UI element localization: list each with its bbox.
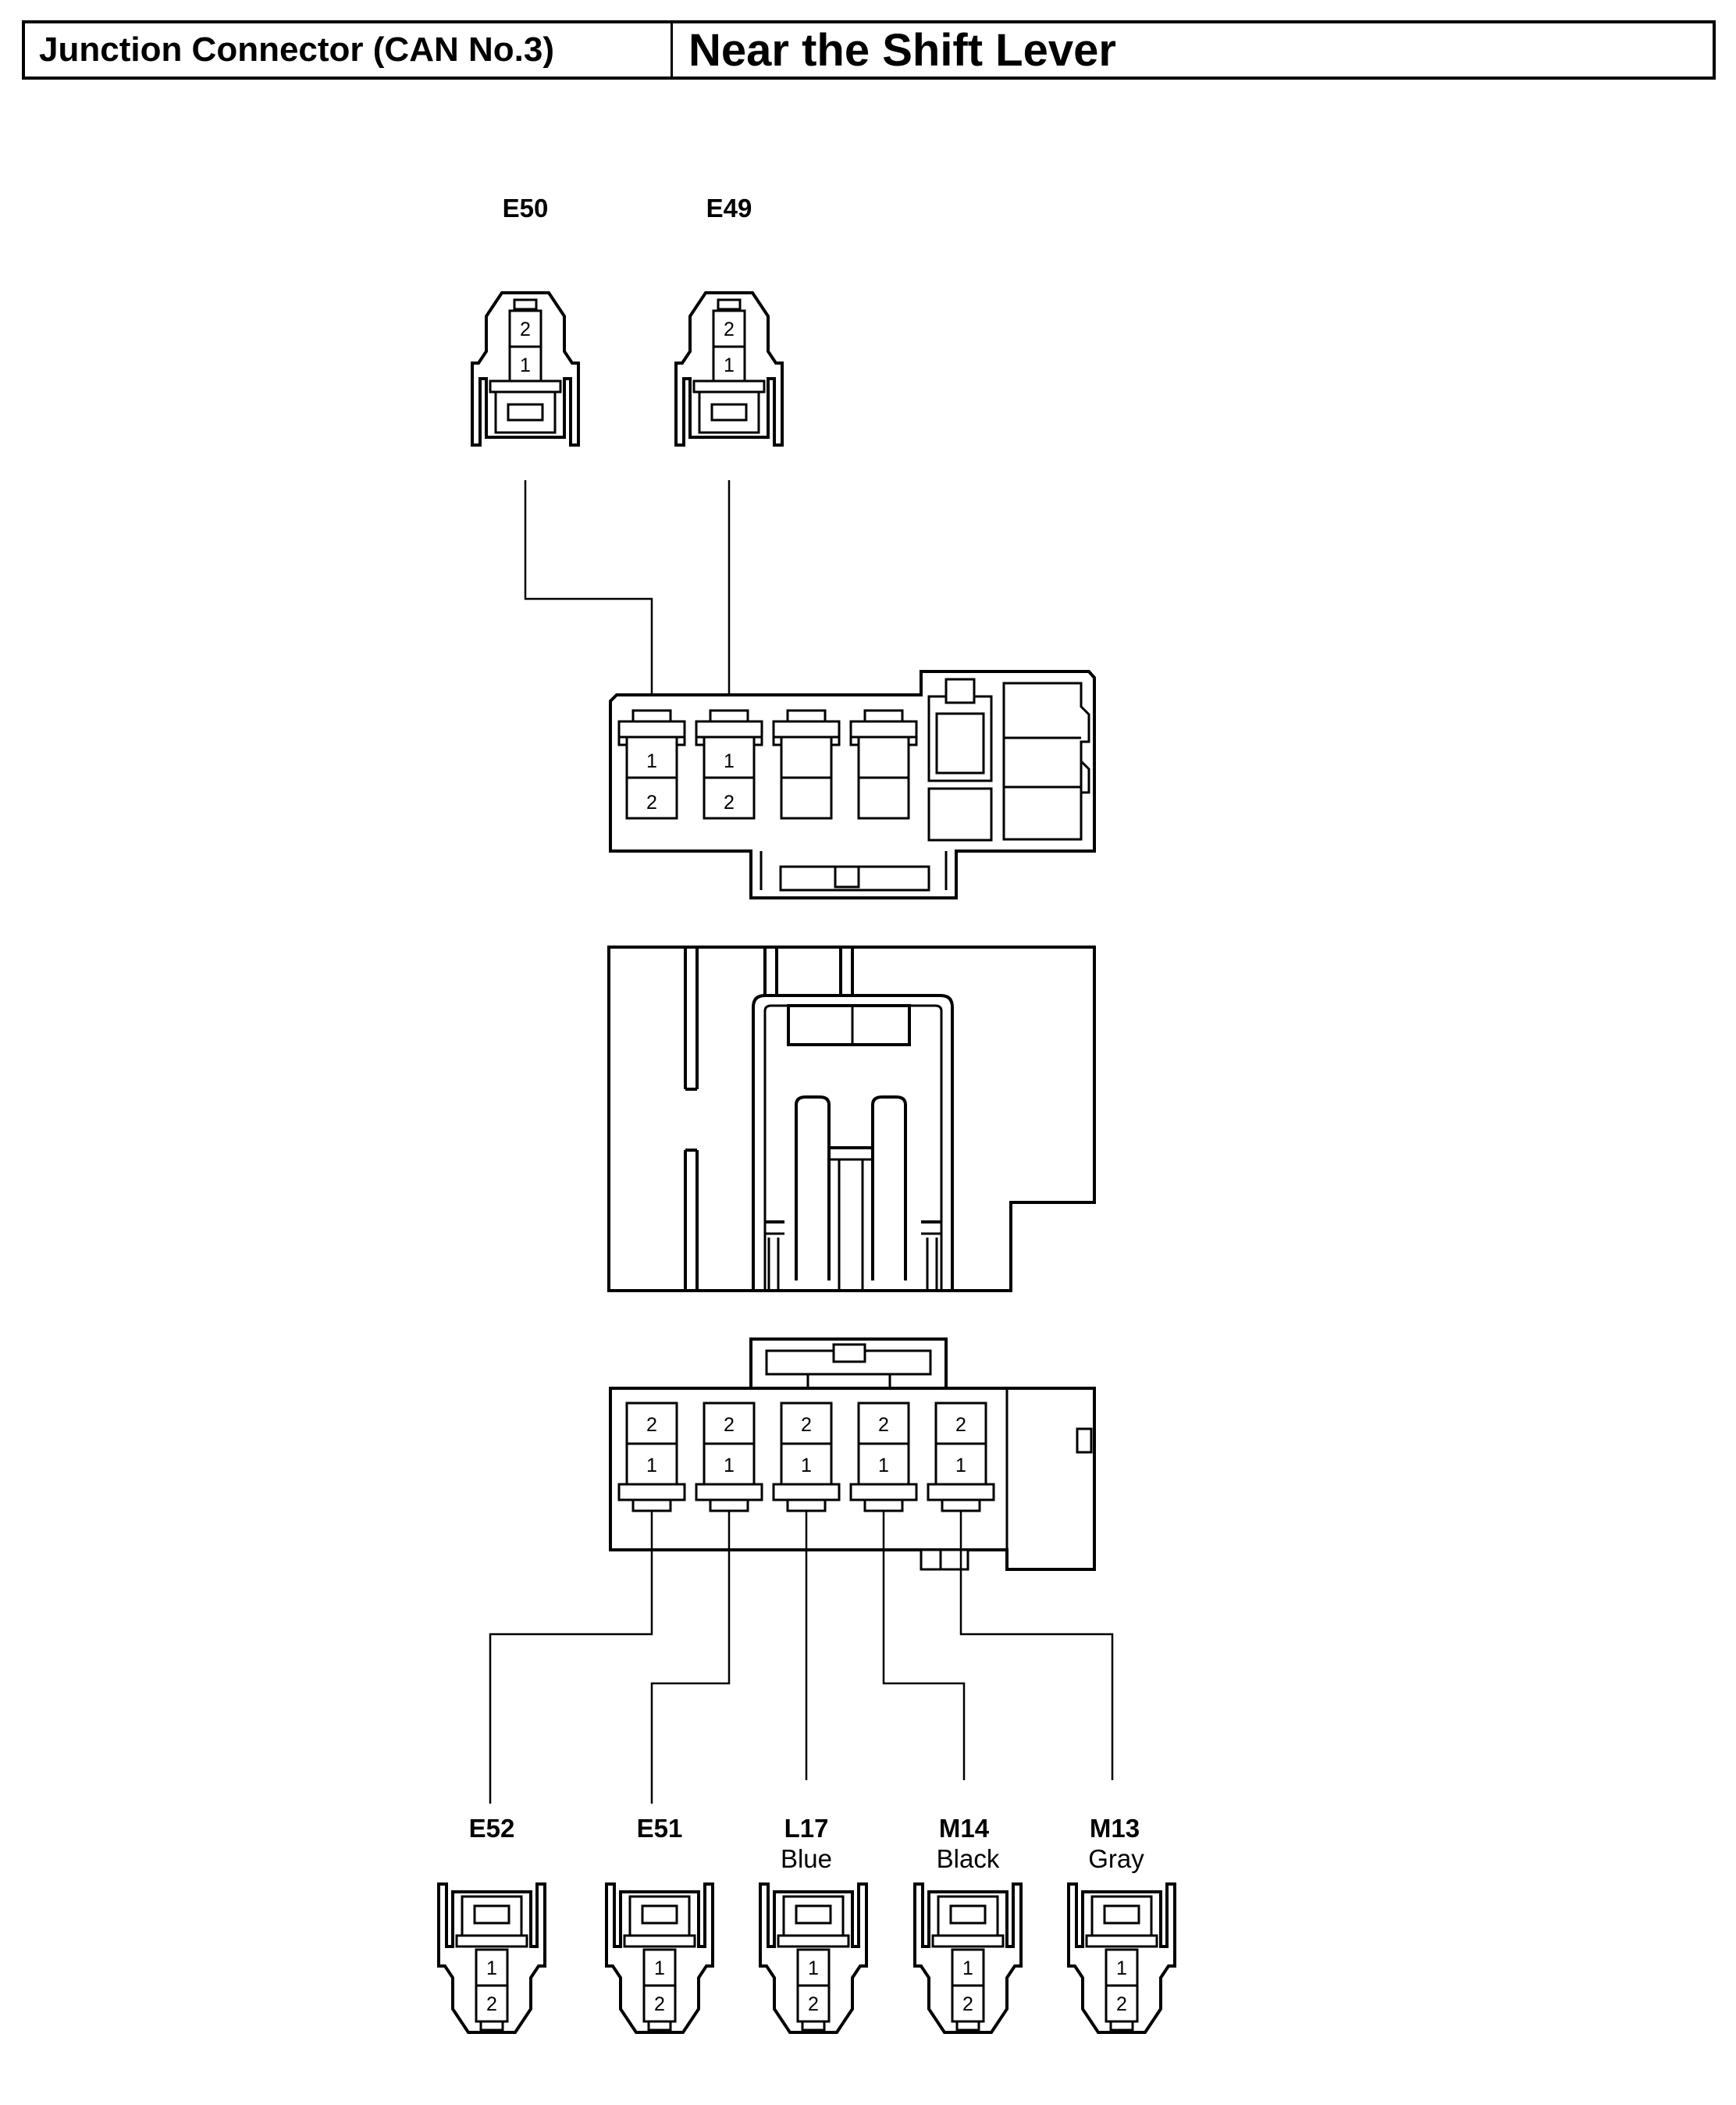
pin-2-label: 2 (724, 792, 735, 814)
pin-1-label: 1 (962, 1957, 973, 1979)
pin-2-label: 2 (801, 1414, 812, 1436)
connector-id-l17: L17 (784, 1814, 829, 1843)
connector-id-m13: M13 (1090, 1814, 1140, 1843)
junction-lower-face: 2 1 2 1 2 1 2 1 2 1 (609, 1337, 1096, 1571)
connector-id-e52: E52 (469, 1814, 515, 1843)
connector-title: Junction Connector (CAN No.3) (25, 23, 673, 77)
connector-e52: 1 2 (437, 1882, 546, 2034)
pin-2-label: 2 (724, 1414, 735, 1436)
pin-1-label: 1 (878, 1455, 889, 1476)
pin-2-label: 2 (808, 1993, 819, 2015)
pin-2-label: 2 (520, 319, 531, 340)
pin-1-label: 1 (808, 1957, 819, 1979)
pin-2-label: 2 (646, 1414, 657, 1436)
wire-m14 (882, 1511, 966, 1780)
wire-m13 (959, 1511, 1114, 1780)
title-bar: Junction Connector (CAN No.3) Near the S… (22, 20, 1716, 80)
connector-l17: 1 2 (759, 1882, 868, 2034)
pin-2-label: 2 (878, 1414, 889, 1436)
connector-color-m14: Black (937, 1844, 1000, 1873)
connector-id-e49: E49 (706, 194, 752, 223)
wire-e52 (489, 1511, 653, 1804)
pin-2-label: 2 (654, 1993, 665, 2015)
wire-e51 (650, 1511, 731, 1804)
pin-1-label: 1 (486, 1957, 497, 1979)
connector-e49: 2 1 (674, 291, 784, 447)
junction-side-view (607, 946, 1096, 1292)
wire-e50 (524, 480, 653, 711)
connector-id-m14: M14 (939, 1814, 990, 1843)
pin-2-label: 2 (962, 1993, 973, 2015)
connector-color-m13: Gray (1088, 1844, 1144, 1873)
pin-2-label: 2 (486, 1993, 497, 2015)
pin-1-label: 1 (801, 1455, 812, 1476)
pin-2-label: 2 (955, 1414, 966, 1436)
connector-e50: 2 1 (471, 291, 580, 447)
pin-1-label: 1 (646, 1455, 657, 1476)
pin-1-label: 1 (955, 1455, 966, 1476)
connector-color-l17: Blue (781, 1844, 832, 1873)
junction-upper-face: 1 2 1 2 (609, 670, 1096, 899)
pin-2-label: 2 (724, 319, 735, 340)
connector-id-e50: E50 (503, 194, 549, 223)
pin-1-label: 1 (724, 1455, 735, 1476)
pin-2-label: 2 (1116, 1993, 1127, 2015)
connector-id-e51: E51 (637, 1814, 683, 1843)
pin-1-label: 1 (724, 750, 735, 772)
location-label: Near the Shift Lever (688, 24, 1116, 76)
connector-m13: 1 2 (1067, 1882, 1176, 2034)
connector-e51: 1 2 (605, 1882, 714, 2034)
pin-1-label: 1 (724, 354, 735, 376)
pin-2-label: 2 (646, 792, 657, 814)
pin-1-label: 1 (654, 1957, 665, 1979)
pin-1-label: 1 (646, 750, 657, 772)
pin-1-label: 1 (1116, 1957, 1127, 1979)
pin-1-label: 1 (520, 354, 531, 376)
connector-m14: 1 2 (913, 1882, 1023, 2034)
